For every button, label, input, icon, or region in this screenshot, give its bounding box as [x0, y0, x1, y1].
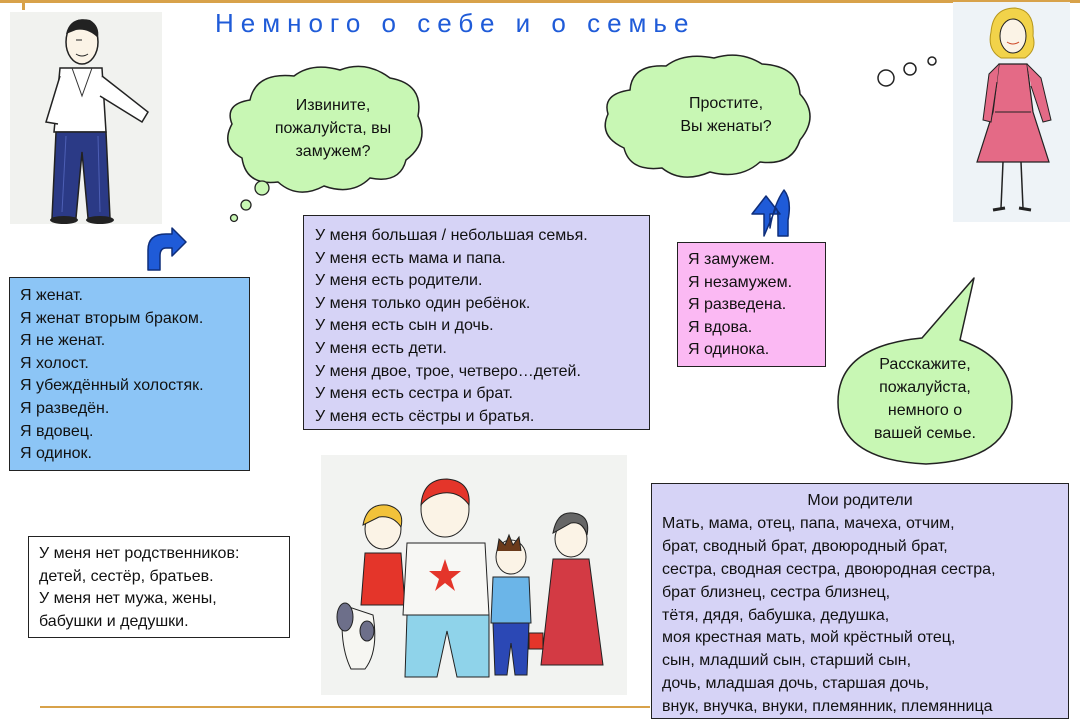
bubble-right-line: Вы женаты? — [680, 118, 772, 135]
relatives-title: Мои родители — [807, 492, 913, 509]
box-line: Я убеждённый холостяк. — [20, 377, 204, 395]
thought-bubble-right — [604, 54, 937, 178]
man-illustration — [10, 12, 162, 224]
box-line: У меня есть сестра и брат. — [315, 385, 513, 403]
woman-illustration — [953, 2, 1070, 222]
married-woman-box: Я замужем. Я незамужем. Я разведена. Я в… — [677, 242, 826, 367]
speech-bubble — [837, 277, 1013, 465]
thought-bubble-left — [227, 65, 423, 223]
relatives-box: Мои родители Мать, мама, отец, папа, мач… — [651, 483, 1069, 719]
box-line: Я замужем. — [688, 251, 775, 268]
box-line: У меня есть дети. — [315, 339, 447, 357]
box-line: У меня только один ребёнок. — [315, 294, 531, 312]
box-line: Я одинока. — [688, 341, 770, 359]
box-line: У меня большая / небольшая семья. — [315, 227, 588, 244]
box-line: Я вдовец. — [20, 422, 94, 440]
speech-bubble-line: немного о — [887, 402, 963, 419]
bubble-left-text: Извините, пожалуйста, вы замужем? — [248, 94, 418, 163]
bubble-right-line: Простите, — [688, 95, 764, 112]
speech-bubble-text: Расскажите, пожалуйста, немного о вашей … — [850, 353, 1000, 445]
bubble-right-text: Простите, Вы женаты? — [636, 92, 816, 138]
bottom-rule — [40, 706, 650, 708]
box-line: У меня есть сын и дочь. — [315, 317, 494, 335]
box-line: Я женат. — [20, 287, 83, 304]
box-line: детей, сестёр, братьев. — [39, 567, 214, 585]
no-relatives-box: У меня нет родственников: детей, сестёр,… — [28, 536, 290, 638]
box-line: бабушки и дедушки. — [39, 612, 189, 630]
curved-arrow-icon — [147, 227, 187, 271]
box-line: брат, сводный брат, двоюродный брат, — [662, 537, 948, 555]
box-line: У меня нет родственников: — [39, 545, 240, 562]
box-line: дочь, младшая дочь, старшая дочь, — [662, 675, 930, 693]
curved-arrow-up-icon — [751, 189, 791, 237]
family-illustration — [321, 455, 627, 695]
family-box: У меня большая / небольшая семья. У меня… — [303, 215, 650, 430]
page-title: Немного о себе и о семье — [215, 8, 696, 38]
box-line: тётя, дядя, бабушка, дедушка, — [662, 606, 890, 624]
box-line: Я незамужем. — [688, 273, 793, 291]
bubble-left-line: пожалуйста, вы — [274, 120, 392, 137]
box-line: Я разведён. — [20, 399, 110, 417]
box-line: сын, младший сын, старший сын, — [662, 652, 912, 670]
box-line: У меня есть сёстры и братья. — [315, 407, 535, 425]
box-line: У меня есть родители. — [315, 272, 483, 290]
bubble-left-line: Извините, — [295, 97, 371, 114]
box-line: Я не женат. — [20, 332, 106, 350]
top-rule-tick — [22, 0, 25, 10]
speech-bubble-line: вашей семье. — [874, 425, 976, 442]
box-line: внук, внучка, внуки, племянник, племянни… — [662, 698, 993, 716]
box-line: Я женат вторым браком. — [20, 309, 204, 327]
box-line: Я одинок. — [20, 445, 92, 463]
box-line: Я разведена. — [688, 296, 787, 314]
speech-bubble-line: Расскажите, — [879, 356, 971, 373]
box-line: Я холост. — [20, 354, 89, 372]
box-line: У меня есть мама и папа. — [315, 249, 506, 267]
box-line: Мать, мама, отец, папа, мачеха, отчим, — [662, 514, 955, 532]
box-line: брат близнец, сестра близнец, — [662, 583, 891, 601]
top-rule — [0, 0, 1080, 3]
bubble-left-line: замужем? — [295, 143, 371, 160]
box-line: У меня нет мужа, жены, — [39, 590, 217, 608]
married-man-box: Я женат. Я женат вторым браком. Я не жен… — [9, 277, 250, 471]
box-line: моя крестная мать, мой крёстный отец, — [662, 629, 956, 647]
box-line: У меня двое, трое, четверо…детей. — [315, 362, 581, 380]
box-line: сестра, сводная сестра, двоюродная сестр… — [662, 560, 996, 578]
box-line: Я вдова. — [688, 318, 753, 336]
speech-bubble-line: пожалуйста, — [879, 379, 971, 396]
